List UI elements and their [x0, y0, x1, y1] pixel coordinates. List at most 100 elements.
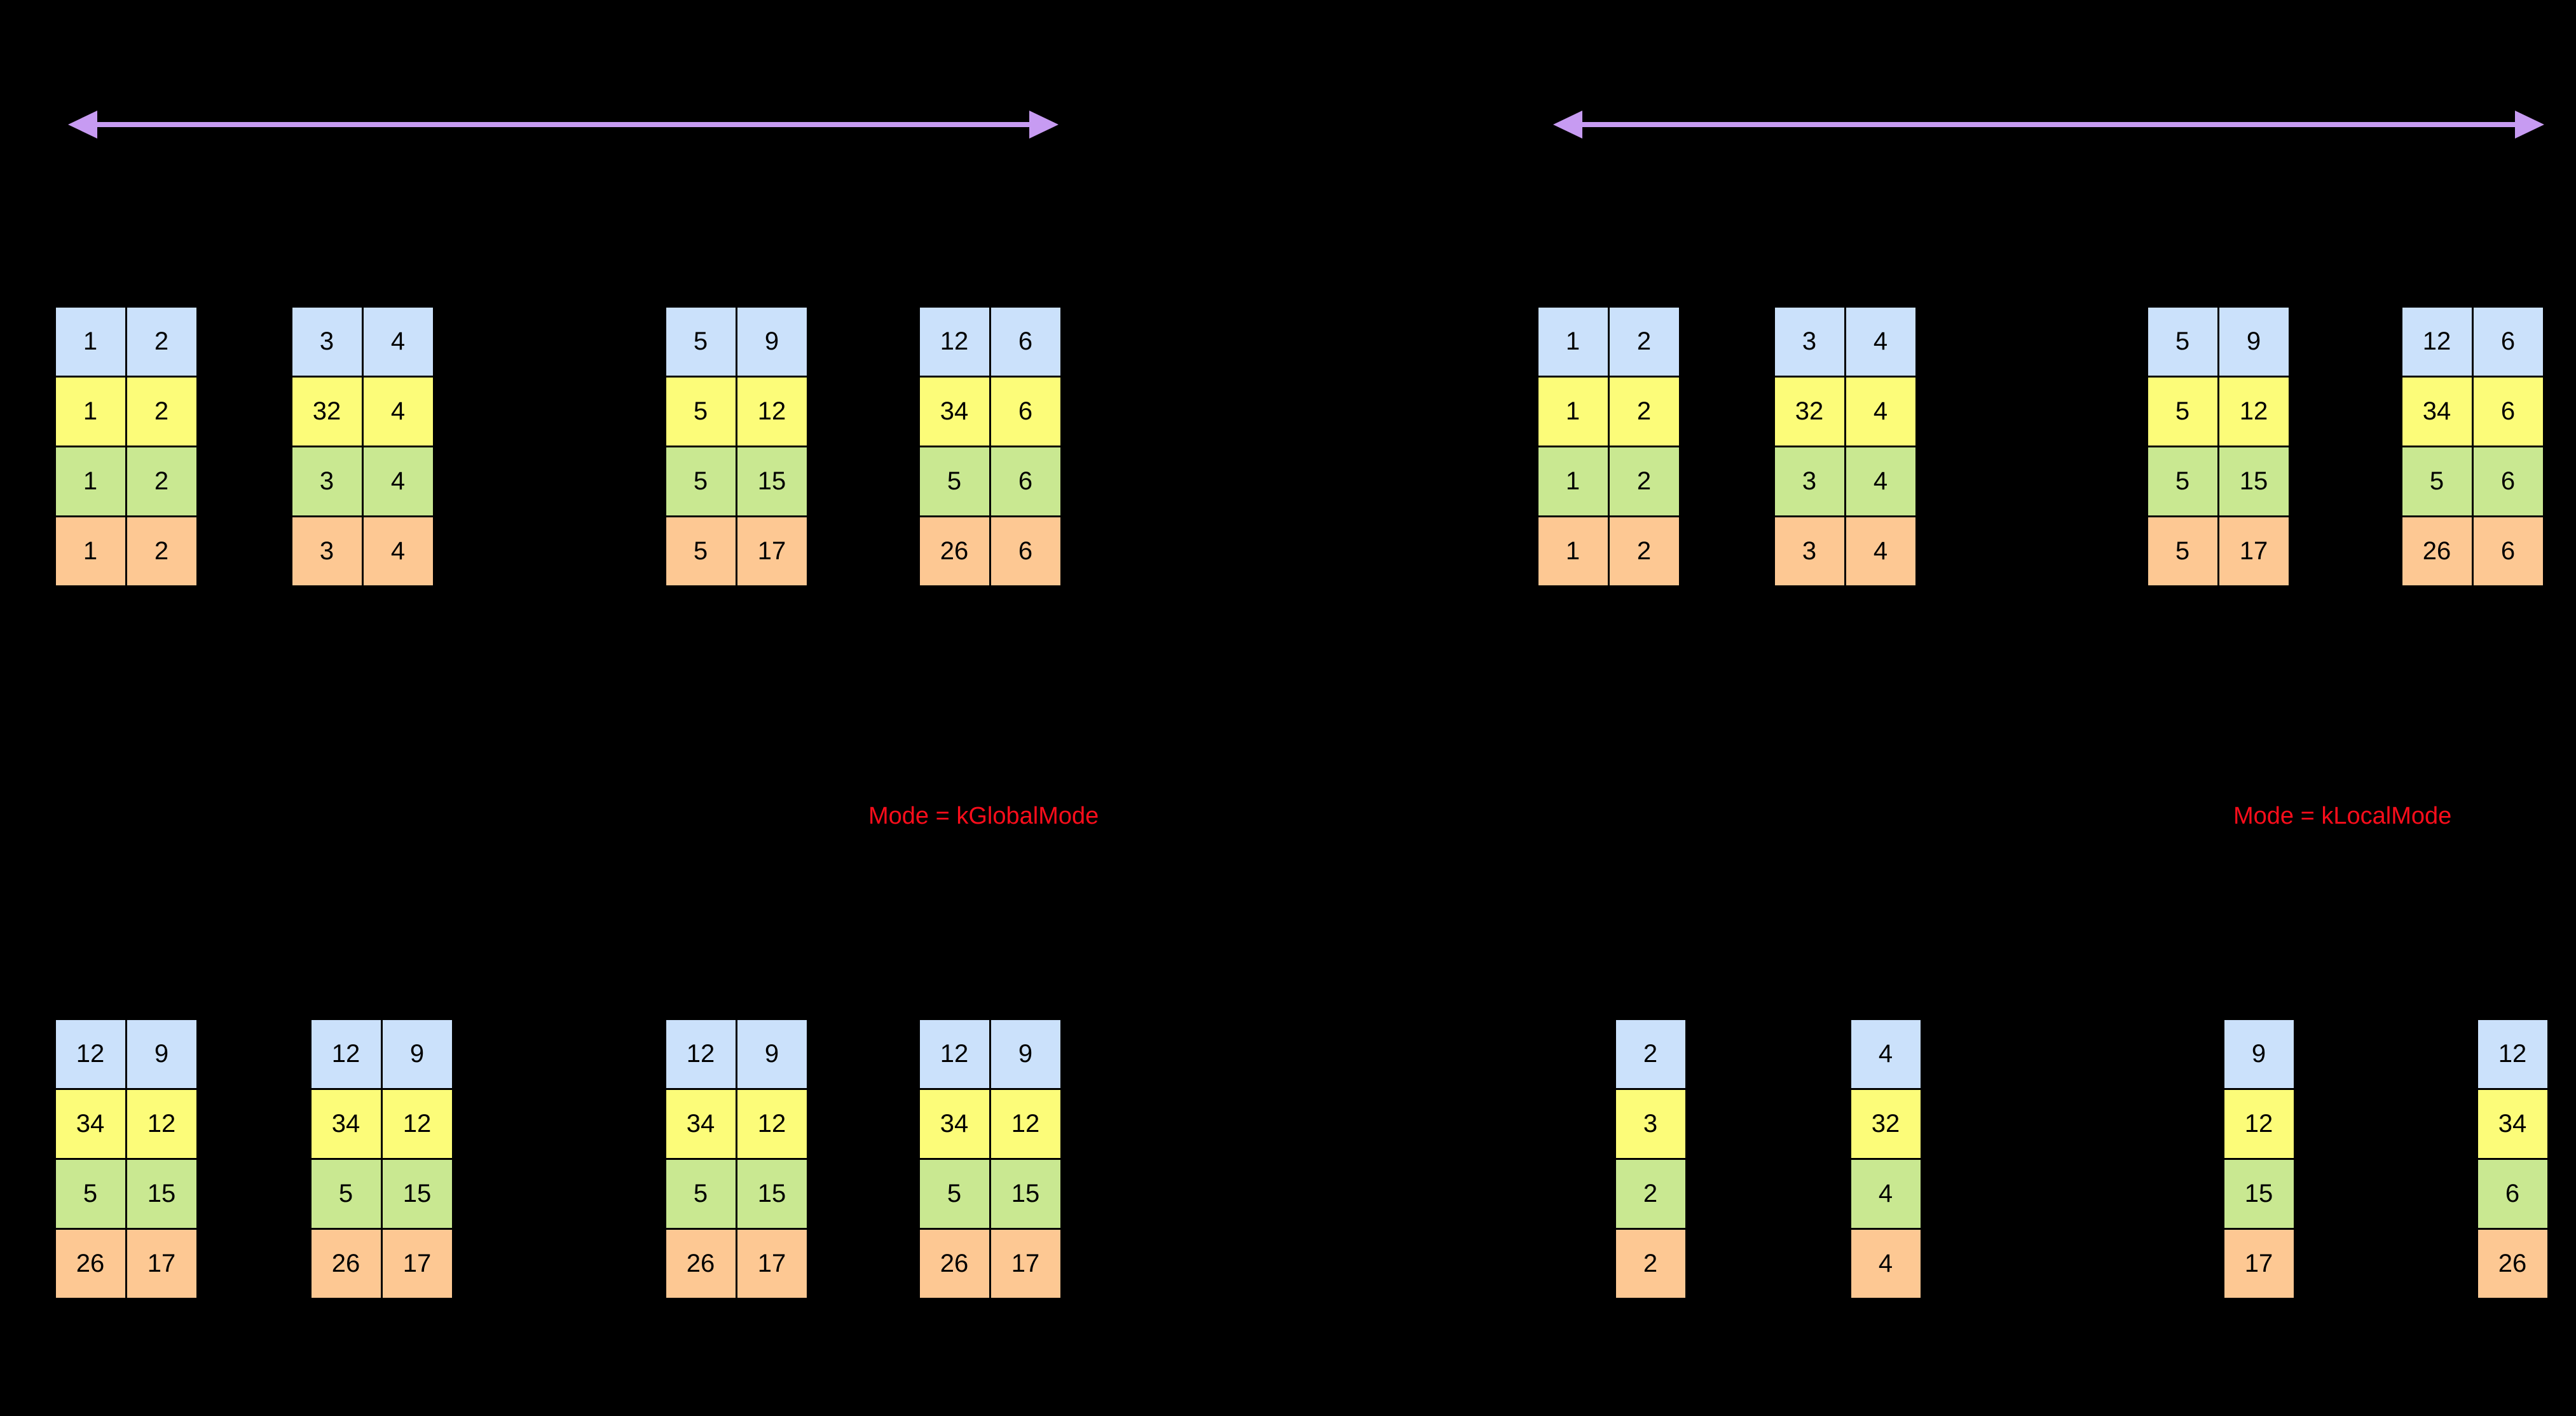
grid-cell: 9 — [2222, 1018, 2296, 1090]
grid-row: 2 — [1613, 1227, 1687, 1300]
grid-cell: 6 — [2471, 305, 2545, 378]
grid-cell: 9 — [125, 1018, 198, 1090]
grid-cell: 15 — [735, 445, 809, 517]
grid-cell: 34 — [664, 1087, 737, 1160]
grid-cell: 12 — [309, 1018, 383, 1090]
grid-cell: 2 — [1607, 515, 1681, 587]
grid-cell: 2 — [1607, 305, 1681, 378]
grid-cell: 34 — [917, 1087, 991, 1160]
grid-cell: 3 — [290, 515, 364, 587]
grid-cell: 9 — [2217, 305, 2291, 378]
grid-cell: 12 — [989, 1087, 1062, 1160]
grid-row: 15 — [2222, 1157, 2296, 1230]
grid-cell: 12 — [53, 1018, 127, 1090]
grid-cell: 26 — [664, 1227, 737, 1300]
grid-cell: 34 — [309, 1087, 383, 1160]
grid-cell: 26 — [2476, 1227, 2549, 1300]
grid-cell: 26 — [917, 515, 991, 587]
grid-cell: 6 — [989, 375, 1062, 447]
grid-cell: 12 — [917, 305, 991, 378]
grid-cell: 17 — [125, 1227, 198, 1300]
grid-row: 34 — [2476, 1087, 2549, 1160]
grid-cell: 5 — [2146, 375, 2219, 447]
grid-row: 26 — [2476, 1227, 2549, 1300]
grid-cell: 2 — [1613, 1227, 1687, 1300]
grid-cell: 5 — [917, 445, 991, 517]
grid-cell: 2 — [1613, 1018, 1687, 1090]
grid-cell: 17 — [735, 1227, 809, 1300]
grid-cell: 34 — [2400, 375, 2474, 447]
grid-cell: 17 — [735, 515, 809, 587]
grid-cell: 26 — [2400, 515, 2474, 587]
grid-cell: 15 — [735, 1157, 809, 1230]
grid-row: 2 — [1613, 1157, 1687, 1230]
grid-cell: 4 — [1844, 445, 1917, 517]
grid-cell: 4 — [1844, 305, 1917, 378]
grid-row: 3 — [1613, 1087, 1687, 1160]
grid-cell: 5 — [2146, 305, 2219, 378]
grid-cell: 5 — [2146, 515, 2219, 587]
grid-cell: 2 — [1607, 375, 1681, 447]
grid-cell: 34 — [917, 375, 991, 447]
grid-cell: 4 — [1844, 515, 1917, 587]
grid-cell: 4 — [361, 375, 435, 447]
grid-cell: 1 — [1536, 515, 1610, 587]
grid-cell: 2 — [125, 305, 198, 378]
grid-cell: 4 — [361, 515, 435, 587]
grid-row: 2 — [1613, 1018, 1687, 1090]
mode-label-global: Mode = kGlobalMode — [868, 803, 1099, 829]
grid-cell: 12 — [125, 1087, 198, 1160]
grid-cell: 15 — [125, 1157, 198, 1230]
grid-row: 12 — [2476, 1018, 2549, 1090]
grid-row: 12 — [2222, 1087, 2296, 1160]
grid-cell: 32 — [1849, 1087, 1922, 1160]
grid-cell: 4 — [1844, 375, 1917, 447]
grid-cell: 3 — [1772, 515, 1846, 587]
grid-row: 4 — [1849, 1018, 1922, 1090]
grid-cell: 1 — [1536, 375, 1610, 447]
grid-row: 4 — [1849, 1157, 1922, 1230]
grid-cell: 12 — [735, 375, 809, 447]
grid-cell: 6 — [2471, 445, 2545, 517]
grid-cell: 6 — [2476, 1157, 2549, 1230]
grid-cell: 32 — [1772, 375, 1846, 447]
